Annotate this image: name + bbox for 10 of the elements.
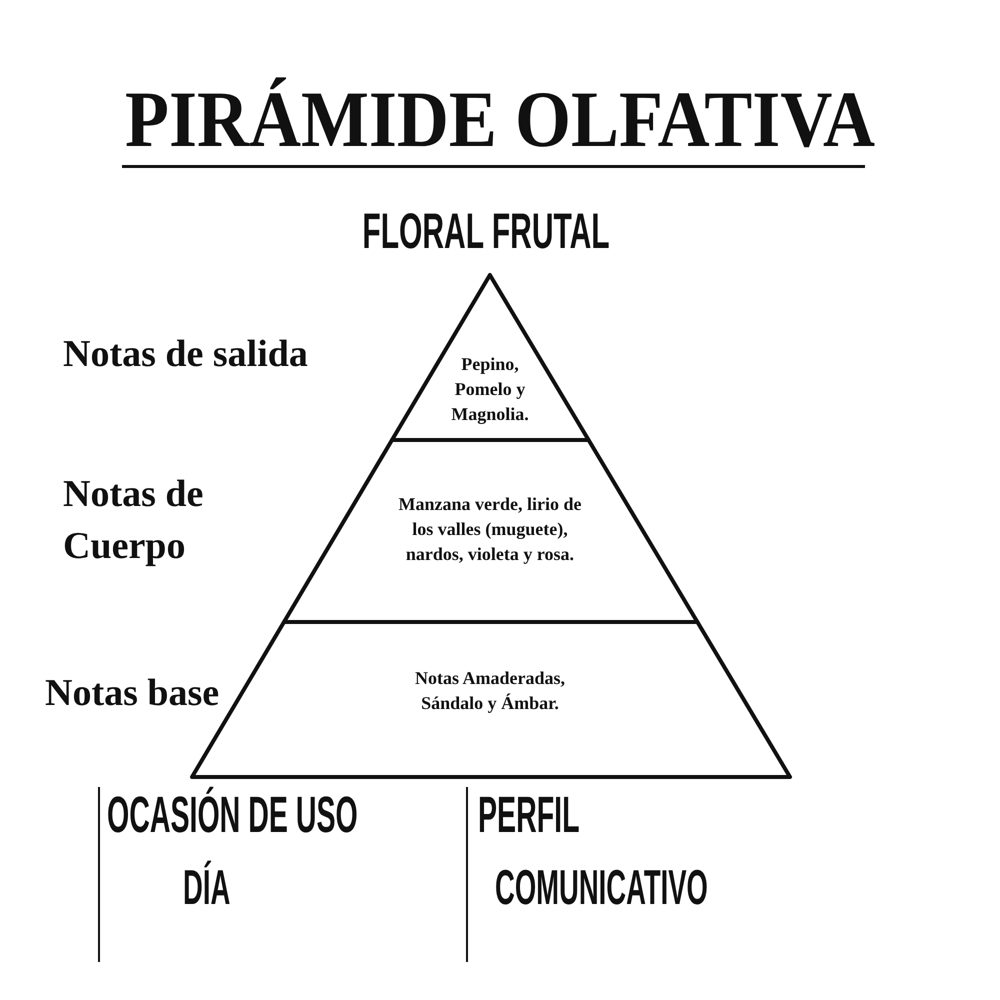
notes-text: Manzana verde, lirio de los valles (muguete), nardos, violeta y rosa. bbox=[397, 493, 582, 566]
section-heading: OCASIÓN DE USO bbox=[107, 789, 358, 840]
tier-label: Notas base bbox=[45, 671, 220, 716]
section-heading: PERFIL bbox=[478, 789, 580, 840]
notes-text: Notas Amaderadas, Sándalo y Ámbar. bbox=[414, 667, 566, 715]
section-value: COMUNICATIVO bbox=[495, 864, 708, 913]
subtitle-heading: FLORAL FRUTAL bbox=[362, 206, 610, 256]
notes-text: Pepino, Pomelo y Magnolia. bbox=[450, 353, 530, 426]
tier-label: Notas de salida bbox=[63, 332, 308, 377]
tier-label: Notas de Cuerpo bbox=[63, 472, 204, 570]
